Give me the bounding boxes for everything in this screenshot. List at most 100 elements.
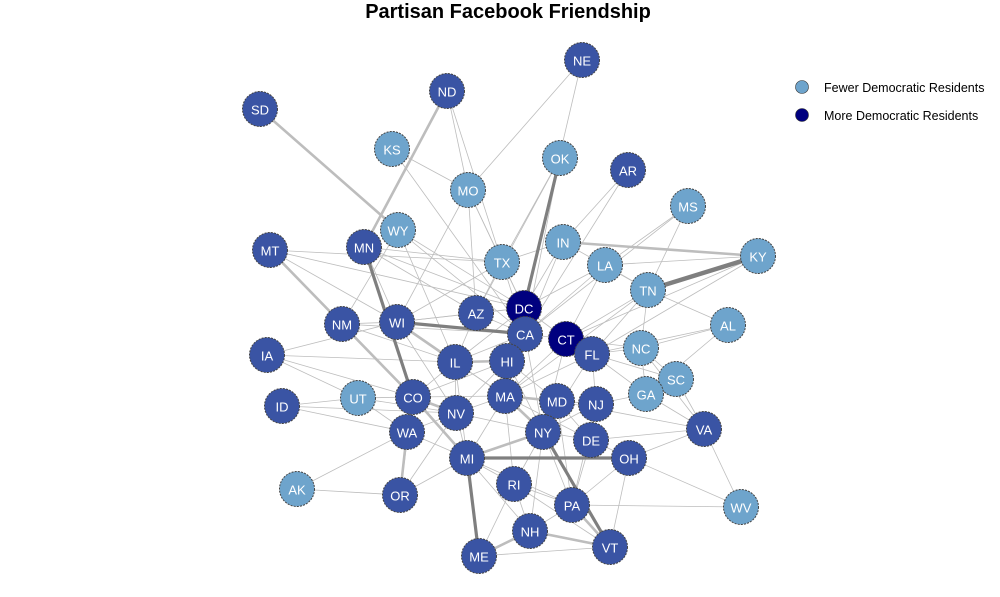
node-label-mi: MI xyxy=(460,452,474,467)
node-label-pa: PA xyxy=(564,499,581,514)
node-label-sd: SD xyxy=(251,103,269,118)
node-label-dc: DC xyxy=(515,302,534,317)
node-circle-ut xyxy=(340,380,376,416)
node-label-il: IL xyxy=(450,356,461,371)
node-vt: VT xyxy=(592,529,628,565)
edge-ky-la xyxy=(604,255,759,266)
node-va: VA xyxy=(686,411,722,447)
node-circle-la xyxy=(587,247,623,283)
node-nc: NC xyxy=(623,330,659,366)
edge-wi-ia xyxy=(266,321,398,356)
node-label-wy: WY xyxy=(388,224,409,239)
node-wa: WA xyxy=(389,414,425,450)
node-label-va: VA xyxy=(696,423,713,438)
node-label-ut: UT xyxy=(349,392,366,407)
edge-mt-wi xyxy=(269,249,398,323)
node-ma: MA xyxy=(487,378,523,414)
node-label-oh: OH xyxy=(619,452,639,467)
node-circle-de xyxy=(573,422,609,458)
node-ak: AK xyxy=(279,471,315,507)
edge-me-vt xyxy=(478,546,611,557)
edge-wi-nv xyxy=(396,321,457,414)
node-ms: MS xyxy=(670,188,706,224)
node-hi: HI xyxy=(489,343,525,379)
node-label-nj: NJ xyxy=(588,398,604,413)
node-circle-vt xyxy=(592,529,628,565)
node-label-mt: MT xyxy=(261,244,280,259)
node-label-ct: CT xyxy=(557,333,574,348)
node-circle-pa xyxy=(554,487,590,523)
node-label-vt: VT xyxy=(602,541,619,556)
node-circle-ma xyxy=(487,378,523,414)
node-circle-nj xyxy=(578,386,614,422)
node-circle-wy xyxy=(380,212,416,248)
node-circle-me xyxy=(461,538,497,574)
node-circle-oh xyxy=(611,440,647,476)
edge-nm-il xyxy=(341,323,456,363)
node-label-mn: MN xyxy=(354,241,374,256)
edge-mn-az xyxy=(363,246,477,314)
node-mo: MO xyxy=(450,172,486,208)
node-fl: FL xyxy=(574,336,610,372)
node-label-mo: MO xyxy=(458,184,479,199)
node-nh: NH xyxy=(512,513,548,549)
node-ga: GA xyxy=(628,376,664,412)
node-label-nm: NM xyxy=(332,318,352,333)
node-md: MD xyxy=(539,383,575,419)
node-circle-mo xyxy=(450,172,486,208)
node-tn: TN xyxy=(630,272,666,308)
node-label-id: ID xyxy=(276,400,289,415)
node-ky: KY xyxy=(740,238,776,274)
node-circle-co xyxy=(395,379,431,415)
node-ne: NE xyxy=(564,42,600,78)
node-nd: ND xyxy=(429,73,465,109)
node-circle-nc xyxy=(623,330,659,366)
edge-mo-az xyxy=(467,189,477,314)
edge-mn-dc xyxy=(363,246,525,309)
node-label-ga: GA xyxy=(637,388,656,403)
edge-mo-wi xyxy=(396,189,469,323)
node-circle-ri xyxy=(496,466,532,502)
edge-id-wa xyxy=(281,405,408,433)
edge-mt-tx xyxy=(269,249,503,263)
edge-pa-wv xyxy=(571,504,742,508)
node-circle-il xyxy=(437,344,473,380)
edge-oh-wv xyxy=(628,457,742,508)
legend-swatch-fewer xyxy=(795,80,809,94)
node-label-in: IN xyxy=(557,236,570,251)
node-circle-ne xyxy=(564,42,600,78)
node-me: ME xyxy=(461,538,497,574)
node-circle-fl xyxy=(574,336,610,372)
node-label-or: OR xyxy=(390,489,410,504)
node-az: AZ xyxy=(458,295,494,331)
node-label-tx: TX xyxy=(494,256,511,271)
node-circle-md xyxy=(539,383,575,419)
node-ok: OK xyxy=(542,140,578,176)
node-label-la: LA xyxy=(597,259,613,274)
node-label-nh: NH xyxy=(521,525,540,540)
edge-wy-nm xyxy=(341,229,399,325)
node-nm: NM xyxy=(324,306,360,342)
node-circle-nv xyxy=(438,395,474,431)
node-ks: KS xyxy=(374,131,410,167)
node-ny: NY xyxy=(525,414,561,450)
node-oh: OH xyxy=(611,440,647,476)
node-ri: RI xyxy=(496,466,532,502)
node-la: LA xyxy=(587,247,623,283)
node-label-az: AZ xyxy=(468,307,485,322)
node-circle-mi xyxy=(449,440,485,476)
node-mn: MN xyxy=(346,229,382,265)
node-label-ia: IA xyxy=(261,349,274,364)
node-co: CO xyxy=(395,379,431,415)
node-dc: DC xyxy=(506,290,542,326)
node-label-hi: HI xyxy=(501,355,514,370)
legend: Fewer Democratic Residents More Democrat… xyxy=(795,80,984,123)
edge-ne-mo xyxy=(467,59,583,191)
legend-item-more: More Democratic Residents xyxy=(795,108,978,123)
node-circle-sd xyxy=(242,91,278,127)
node-circle-ms xyxy=(670,188,706,224)
node-circle-or xyxy=(382,477,418,513)
node-label-al: AL xyxy=(720,319,736,334)
